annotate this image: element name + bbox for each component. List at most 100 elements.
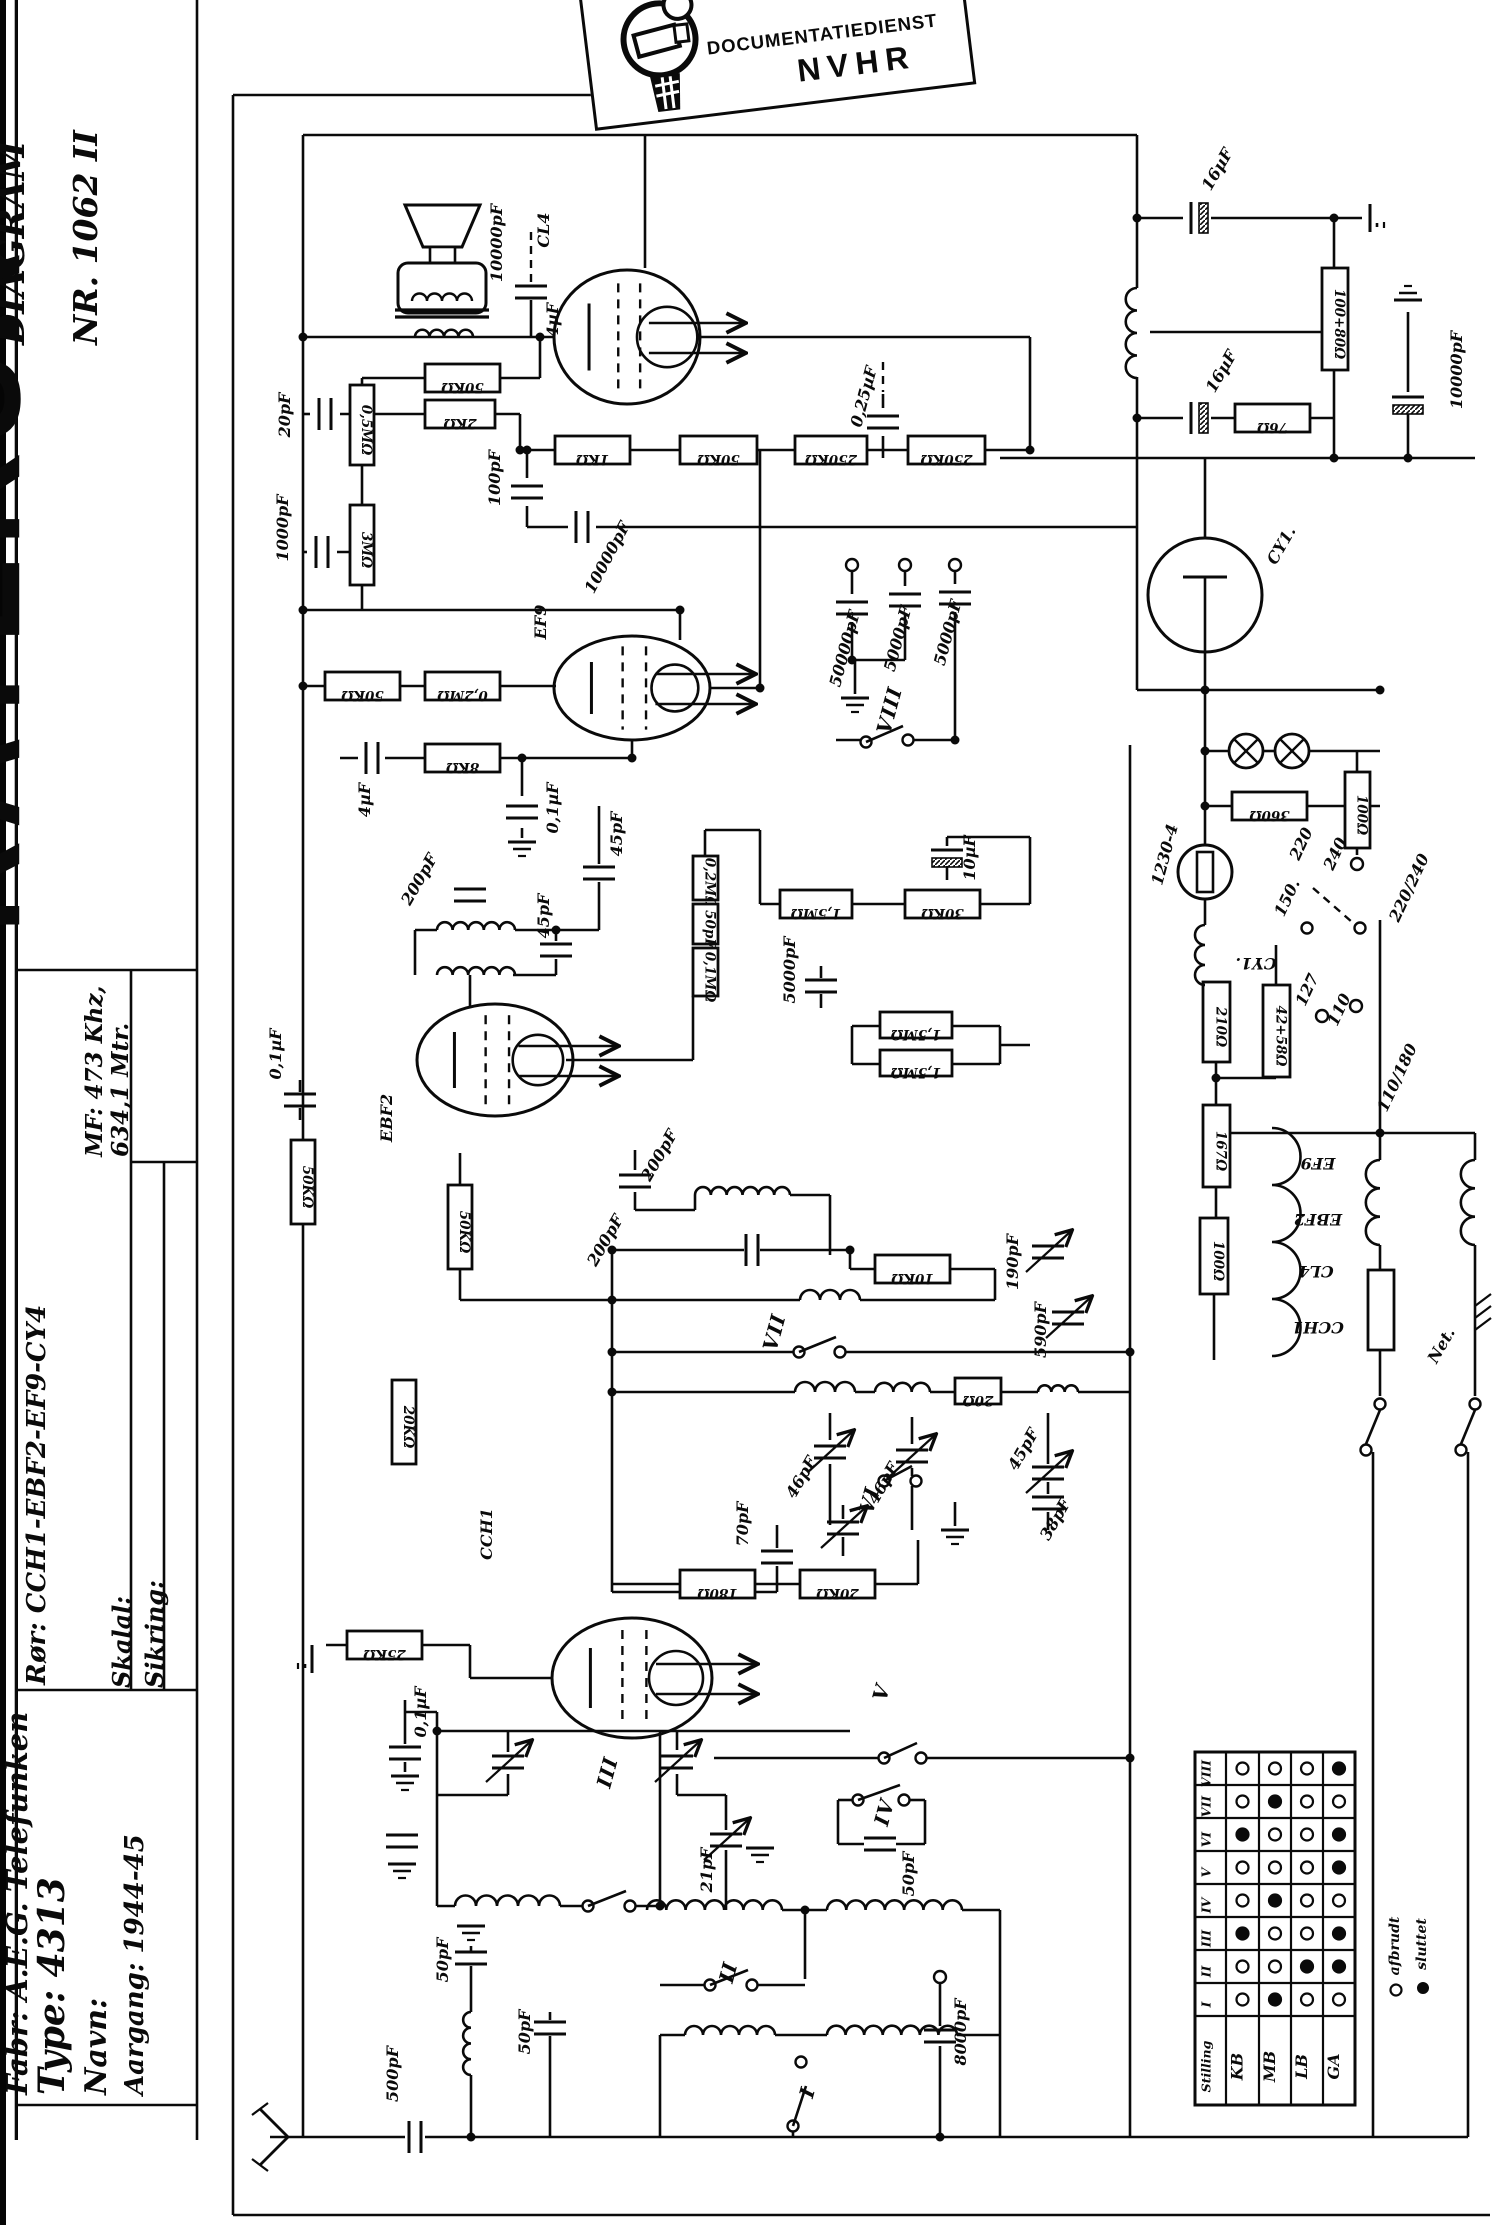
terminal [1348,998,1364,1014]
resistor [1320,266,1350,372]
resistor-label: 3MΩ [358,532,374,568]
coil [873,1381,932,1393]
resistor-label: 20KΩ [816,1585,860,1601]
schematic-label: 590pF [1031,1300,1050,1358]
schematic-label: 200pF [637,1125,683,1185]
resistor-label: 50KΩ [341,687,384,703]
table-dot-closed [1267,1893,1283,1908]
schematic-label: IV [869,1795,900,1830]
junction-dot [535,332,545,342]
resistor [798,1568,877,1600]
legend-open-label: afbrudt [1387,1916,1403,1975]
hatch-mark [1474,1293,1492,1307]
resistor-label: 250KΩ [805,451,858,467]
switch-contact [1373,1397,1387,1411]
speaker-icon [402,203,483,249]
terminal [1349,856,1365,872]
resistor [1343,770,1372,850]
table-dot-open [1267,1761,1283,1776]
resistor-label: 0,2MΩ [437,687,487,703]
trimmer-arrow [1045,1298,1090,1339]
table-header-label: Stilling [1199,2040,1214,2092]
terminal [1314,1008,1330,1024]
schematic-label: CY1. [1263,523,1300,568]
coil [645,1899,784,1911]
switch-contact [1454,1443,1468,1457]
resistor-label: 0,1MΩ [702,952,718,1002]
resistor [1366,1268,1396,1352]
switch-contact [833,1345,847,1359]
schematic-label: CL4 [534,212,553,247]
table-dot-closed [1331,1926,1347,1941]
coil [435,965,517,976]
junction-dot [1329,213,1339,223]
capacitor-plate [1198,202,1209,234]
schematic-label: 0,1µF [543,781,562,834]
resistor-label: 20KΩ [400,1405,416,1449]
schematic-label: 10000pF [1447,329,1466,409]
resistor [691,946,720,998]
schematic-label: CL4 [1298,1262,1333,1281]
schematic-label: 1230-4 [1147,822,1181,887]
schematic-label: VIII [871,684,907,736]
resistor-label: 50KΩ [299,1166,315,1209]
mf-line: MF: 473 Khz,634,1 Mtr. [81,985,135,1157]
schematic-label: 16µF [1202,345,1242,395]
resistor-label: 1,5MΩ [891,1064,941,1080]
junction-dot [1125,1753,1135,1763]
resistor-label: 50pF [702,910,718,949]
skala-label: Skalal: [107,1595,136,1688]
resistor [906,434,987,466]
tube-CCH1 [550,1616,714,1740]
schematic-label: 200pF [583,1210,629,1270]
switch-contact [794,2055,808,2069]
table-dot-open [1299,1761,1315,1776]
capacitor-plate [931,857,963,868]
table-dot-open [1267,1959,1283,1974]
table-dot-open [1267,1926,1283,1941]
switch-contact [897,1793,911,1807]
coil [453,1894,562,1907]
switch-lever [883,1741,918,1760]
schematic-label: Net. [1423,1324,1459,1367]
schematic-label: 220 [1285,825,1317,864]
schematic-label: III [591,1754,622,1791]
resistor [691,854,720,902]
coil [793,1380,857,1393]
resistor-label: 20Ω [963,1392,995,1408]
trimmer-arrow [807,1432,852,1473]
table-dot-open [1299,1992,1315,2007]
junction-dot [1211,1073,1221,1083]
junction-dot [1329,453,1339,463]
switch-lever [798,1335,837,1354]
switch-lever [1364,1409,1382,1445]
trimmer-arrow [1025,1232,1070,1273]
junction-dot [1132,413,1142,423]
junction-dot [551,925,561,935]
table-dot-open [1299,1794,1315,1809]
table-dot-closed [1267,1794,1283,1809]
resistor-label: 250KΩ [921,451,974,467]
legend-open-icon [1389,1983,1403,1997]
junction-dot [517,753,527,763]
resistor [423,670,502,702]
resistor-label: 1,5MΩ [791,905,841,921]
resistor-label: 1,5MΩ [891,1026,941,1042]
coil [683,2024,777,2036]
resistor [1198,1216,1230,1296]
table-dot-open [1299,1827,1315,1842]
speaker-icon [428,245,457,265]
resistor [1230,790,1309,822]
junction-dot [1132,213,1142,223]
schematic-label: CCH1 [477,1508,496,1560]
junction-dot [755,683,765,693]
resistor [423,398,497,430]
table-row-label: GA [1324,2053,1343,2079]
legend-closed-icon [1417,1982,1429,1994]
junction-dot [607,1295,617,1305]
resistor-label: 50KΩ [441,379,484,395]
antenna-icon [251,2158,269,2172]
schematic-label: CY1. [1236,954,1277,973]
